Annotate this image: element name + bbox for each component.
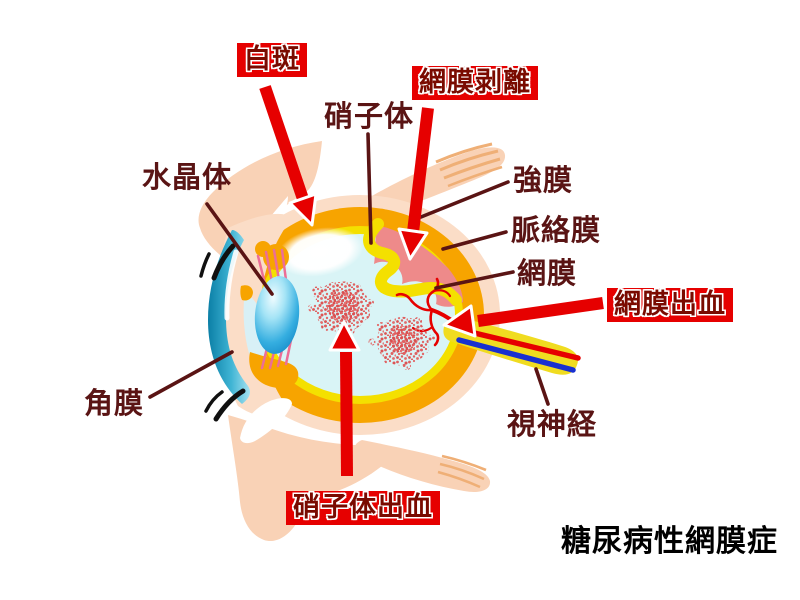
leader-sclera [419, 180, 510, 219]
leader-lens [205, 202, 274, 296]
arrow-vitreous-hemorrhage [328, 320, 361, 477]
label-cornea: 角膜 [84, 386, 145, 420]
retinal-hemorrhage-blob [368, 316, 436, 370]
leader-retina [434, 270, 515, 290]
arrow-white-spot [259, 85, 318, 227]
label-retina: 網膜 [517, 256, 578, 290]
white-spot-lesion [276, 227, 364, 277]
lower-eyelid [228, 398, 400, 542]
eyelashes [199, 243, 246, 422]
pointer-arrows [259, 85, 604, 477]
vitreous-hemorrhage-blob [308, 281, 374, 340]
label-lens: 水晶体 [142, 160, 233, 194]
label-choroid: 脈絡膜 [511, 213, 602, 247]
leader-lines [148, 132, 550, 406]
leader-vitreous [366, 132, 373, 245]
leader-cornea [148, 350, 234, 399]
label-optic-nerve: 視神経 [507, 407, 598, 441]
optic-nerve-vein [456, 337, 576, 373]
label-retinal-detachment: 網膜剥離 [412, 66, 538, 100]
optic-nerve-artery [459, 327, 581, 361]
label-retinal-hemorrhage: 網膜出血 [607, 288, 733, 322]
optic-nerve [443, 316, 581, 375]
leader-choroid [441, 230, 508, 251]
label-vitreous: 硝子体 [324, 99, 415, 133]
arrow-retinal-detachment [397, 107, 434, 261]
label-white-spot: 白斑 [237, 43, 307, 77]
lens-shape [254, 276, 300, 354]
cornea-highlight [224, 249, 239, 321]
label-sclera: 強膜 [513, 163, 574, 197]
diagram-title: 糖尿病性網膜症 [561, 524, 778, 559]
leader-optic-nerve [534, 367, 550, 406]
eye-muscle-top [369, 142, 506, 215]
label-vitreous-hemorrhage: 硝子体出血 [286, 491, 440, 525]
arrow-retinal-hemorrhage [442, 297, 604, 338]
